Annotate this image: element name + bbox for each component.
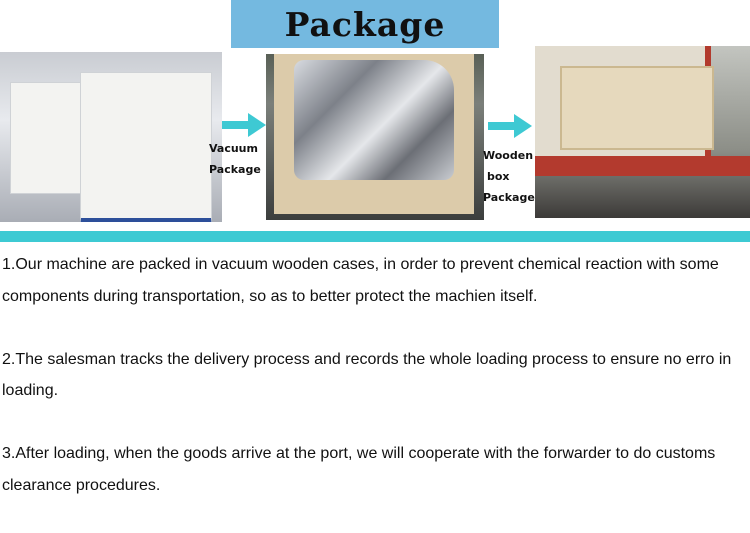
label-line: Wooden — [483, 149, 534, 162]
wooden-box-package-label: Wooden box Package — [483, 145, 535, 208]
paragraph-1: 1.Our machine are packed in vacuum woode… — [2, 256, 719, 305]
label-line: box — [487, 170, 510, 183]
label-line: Vacuum — [209, 142, 258, 155]
vacuum-package-photo — [266, 54, 484, 220]
paragraph-3: 3.After loading, when the goods arrive a… — [2, 445, 716, 494]
machines-photo — [0, 52, 222, 222]
arrow-right-icon — [488, 114, 532, 138]
label-line: Package — [483, 191, 535, 204]
description: 1.Our machine are packed in vacuum woode… — [2, 249, 748, 533]
divider-bar — [0, 231, 750, 242]
label-line: Package — [209, 163, 261, 176]
loading-truck-photo — [535, 46, 750, 218]
vacuum-package-label: Vacuum Package — [209, 138, 261, 180]
arrow-right-icon — [222, 113, 266, 137]
paragraph-2: 2.The salesman tracks the delivery proce… — [2, 350, 732, 400]
page-title: Package — [231, 0, 499, 48]
